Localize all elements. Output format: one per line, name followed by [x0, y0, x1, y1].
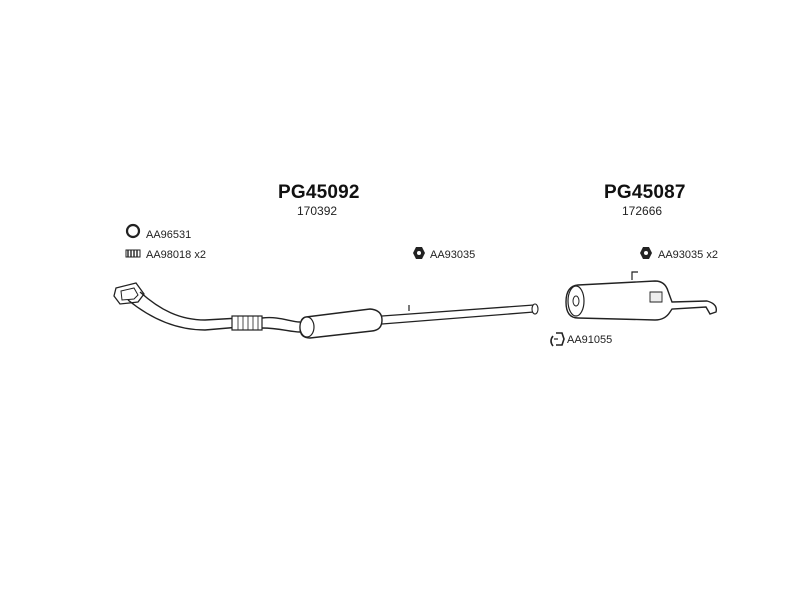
- spring-label: AA98018 x2: [146, 249, 206, 261]
- nut-front-label: AA93035: [430, 249, 476, 261]
- gasket-label: AA96531: [146, 229, 192, 241]
- clamp-icon: [550, 332, 565, 347]
- rear-assembly-ref: 172666: [622, 204, 663, 218]
- rear-silencer: [565, 271, 717, 321]
- clamp-label: AA91055: [567, 334, 613, 346]
- hex-nut-icon: [640, 247, 652, 259]
- hex-nut-icon: [413, 247, 425, 259]
- ring-gasket-icon: [125, 223, 141, 239]
- front-assembly-ref: 170392: [297, 204, 338, 218]
- middle-silencer: [299, 308, 383, 339]
- nut-rear-label: AA93035 x2: [658, 249, 718, 261]
- intermediate-pipe: [381, 303, 539, 325]
- front-pipe: [113, 282, 301, 333]
- rear-assembly-code: PG45087: [604, 182, 686, 203]
- spring-icon: [125, 249, 141, 258]
- front-assembly-code: PG45092: [278, 182, 360, 203]
